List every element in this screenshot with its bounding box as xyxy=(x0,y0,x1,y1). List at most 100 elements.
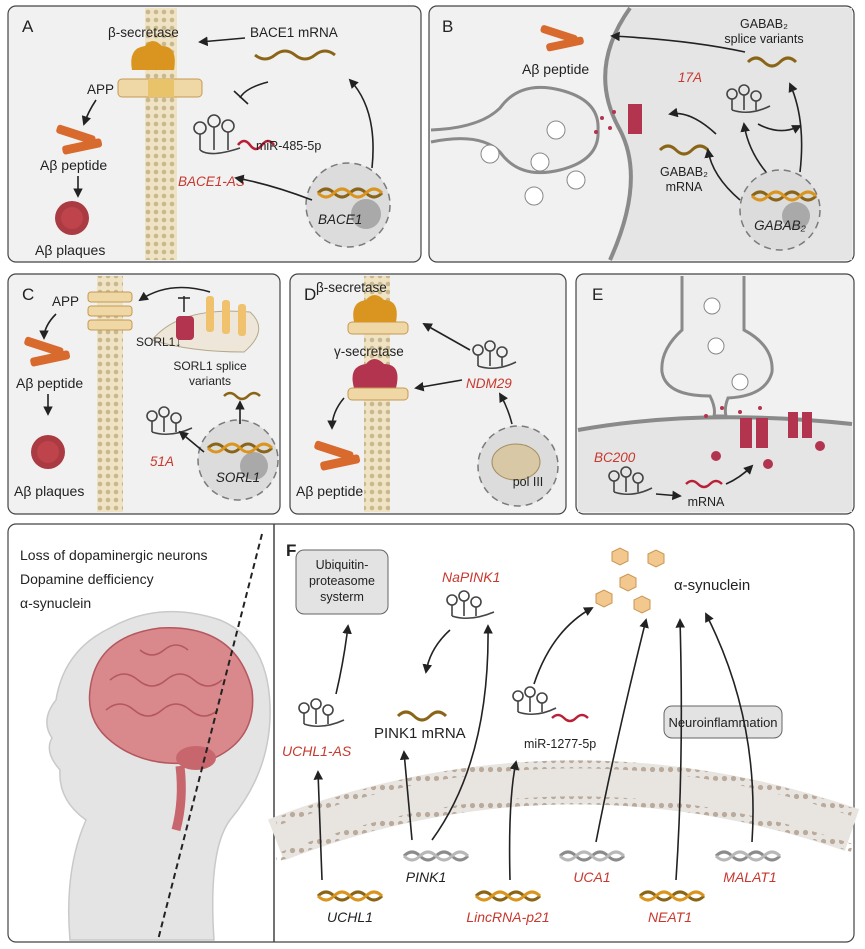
mrna-strand xyxy=(254,49,336,61)
app-stack xyxy=(87,291,133,331)
arrow xyxy=(533,607,594,685)
sorl1-down-label: SORL1↓ xyxy=(136,335,181,349)
panel-e: E BC200 mRNA xyxy=(575,273,855,515)
gene-lincrna-p21: LincRNA-p21 xyxy=(466,909,549,925)
panel-e-letter: E xyxy=(592,285,603,304)
receptor-icon xyxy=(788,412,812,438)
panel-a-letter: A xyxy=(22,17,34,36)
presynaptic-terminal xyxy=(430,85,600,175)
sorl1-protein xyxy=(176,316,194,340)
postsynaptic-membrane xyxy=(577,415,853,432)
lncrna-hairpin-icon xyxy=(608,466,653,496)
b-secretase-label: β-secretase xyxy=(108,25,179,40)
mrna-label-2: mRNA xyxy=(666,180,703,194)
arrow xyxy=(788,82,803,173)
postsynaptic-membrane xyxy=(603,6,633,261)
ab-peptide-label: Aβ peptide xyxy=(40,157,107,173)
ab-peptide-icon xyxy=(56,124,103,155)
pol-iii-label: pol III xyxy=(513,475,544,489)
arrow xyxy=(431,624,493,841)
bace1-as-label: BACE1-AS xyxy=(178,174,245,189)
panel-f-letter: F xyxy=(286,541,296,560)
splice-label-2: splice variants xyxy=(724,32,803,46)
panel-c-letter: C xyxy=(22,285,34,304)
mirna-strand xyxy=(551,713,589,723)
asyn-label: α-synuclein xyxy=(674,577,750,594)
ups-line-1: Ubiquitin- xyxy=(316,558,369,572)
inhibit-arrow xyxy=(233,81,269,105)
panel-b-letter: B xyxy=(442,17,453,36)
ab-plaques-label-c: Aβ plaques xyxy=(14,483,84,499)
vesicles xyxy=(480,120,586,206)
panel-a: A β-secretase BACE1 mRNA APP Aβ peptide … xyxy=(7,5,422,263)
gene-neat1: NEAT1 xyxy=(648,909,692,925)
lncrna-hairpin-icon xyxy=(726,84,771,114)
mrna-strand xyxy=(658,144,710,156)
lncrna-hairpin-icon xyxy=(146,406,193,436)
brain-line-1: Loss of dopaminergic neurons xyxy=(20,547,208,563)
brainstem xyxy=(171,765,186,832)
b-secretase-shape xyxy=(353,295,397,322)
receptor-icon xyxy=(628,104,642,134)
lncrna-hairpin-icon xyxy=(446,590,495,620)
mrna-strand xyxy=(223,391,261,401)
gene-uchl1: UCHL1 xyxy=(327,909,373,925)
arrow xyxy=(704,148,741,201)
inhibit-mark xyxy=(178,296,190,312)
arrow xyxy=(327,397,345,430)
arrow xyxy=(740,122,767,173)
arrow xyxy=(81,99,97,126)
pink1-mrna-label: PINK1 mRNA xyxy=(374,725,466,742)
panel-c: C APP Aβ peptide Aβ plaques SORL1↓ SORL1… xyxy=(7,273,281,515)
arrow xyxy=(422,323,471,351)
arrow xyxy=(335,624,352,695)
arrow xyxy=(675,618,686,881)
ab-peptide-icon xyxy=(540,25,584,52)
arrow xyxy=(313,770,324,881)
sorl1-splice-1: SORL1 splice xyxy=(173,359,247,373)
cell-membrane xyxy=(268,760,860,861)
arrow xyxy=(422,629,451,674)
arrow xyxy=(508,760,520,881)
ab-peptide-icon xyxy=(314,440,361,471)
arrow xyxy=(198,36,246,47)
app-label: APP xyxy=(87,82,114,97)
arrow xyxy=(39,313,57,340)
lncrna-hairpin-icon xyxy=(193,114,241,155)
nucleus xyxy=(197,419,279,501)
ab-plaques-label: Aβ plaques xyxy=(35,242,105,258)
mrna-strand xyxy=(396,710,448,722)
mrna-strand xyxy=(746,56,798,68)
mirna-strand xyxy=(236,139,276,151)
app-protein-core xyxy=(148,79,174,97)
sorl1-splice-2: variants xyxy=(189,374,231,388)
brain-icon xyxy=(88,627,254,765)
alpha-synuclein-icon xyxy=(595,547,665,614)
bace1-gene-label: BACE1 xyxy=(318,212,362,227)
ab-peptide-label-c: Aβ peptide xyxy=(16,375,83,391)
lncrna-hairpin-icon xyxy=(472,340,517,370)
app-label-c: APP xyxy=(52,294,79,309)
mrna-strand xyxy=(685,479,723,489)
gabab2-gene-label: GABAB₂ xyxy=(754,218,807,233)
panel-d-letter: D xyxy=(304,285,316,304)
ab-peptide-label-b: Aβ peptide xyxy=(522,61,589,77)
lnc-51a-label: 51A xyxy=(150,454,174,469)
pol-iii-icon xyxy=(491,443,541,481)
ab-peptide-icon xyxy=(24,336,71,367)
panel-d: D β-secretase γ-secretase NDM29 Aβ pepti… xyxy=(289,273,567,515)
panel-f: F Ubiquitin- proteasome systerm NaPINK1 … xyxy=(268,541,860,925)
ups-box xyxy=(295,549,389,615)
receptor-icon xyxy=(740,418,768,448)
arrow xyxy=(499,392,513,425)
napink1-label: NaPINK1 xyxy=(442,569,500,585)
ups-line-2: proteasome xyxy=(309,574,375,588)
arrow xyxy=(348,78,374,169)
ups-line-3: systerm xyxy=(320,590,364,604)
arrow xyxy=(414,379,463,392)
arrow xyxy=(178,430,205,453)
arrow xyxy=(725,464,754,485)
arrow xyxy=(655,490,682,501)
splice-label-1: GABAB₂ xyxy=(740,17,788,31)
